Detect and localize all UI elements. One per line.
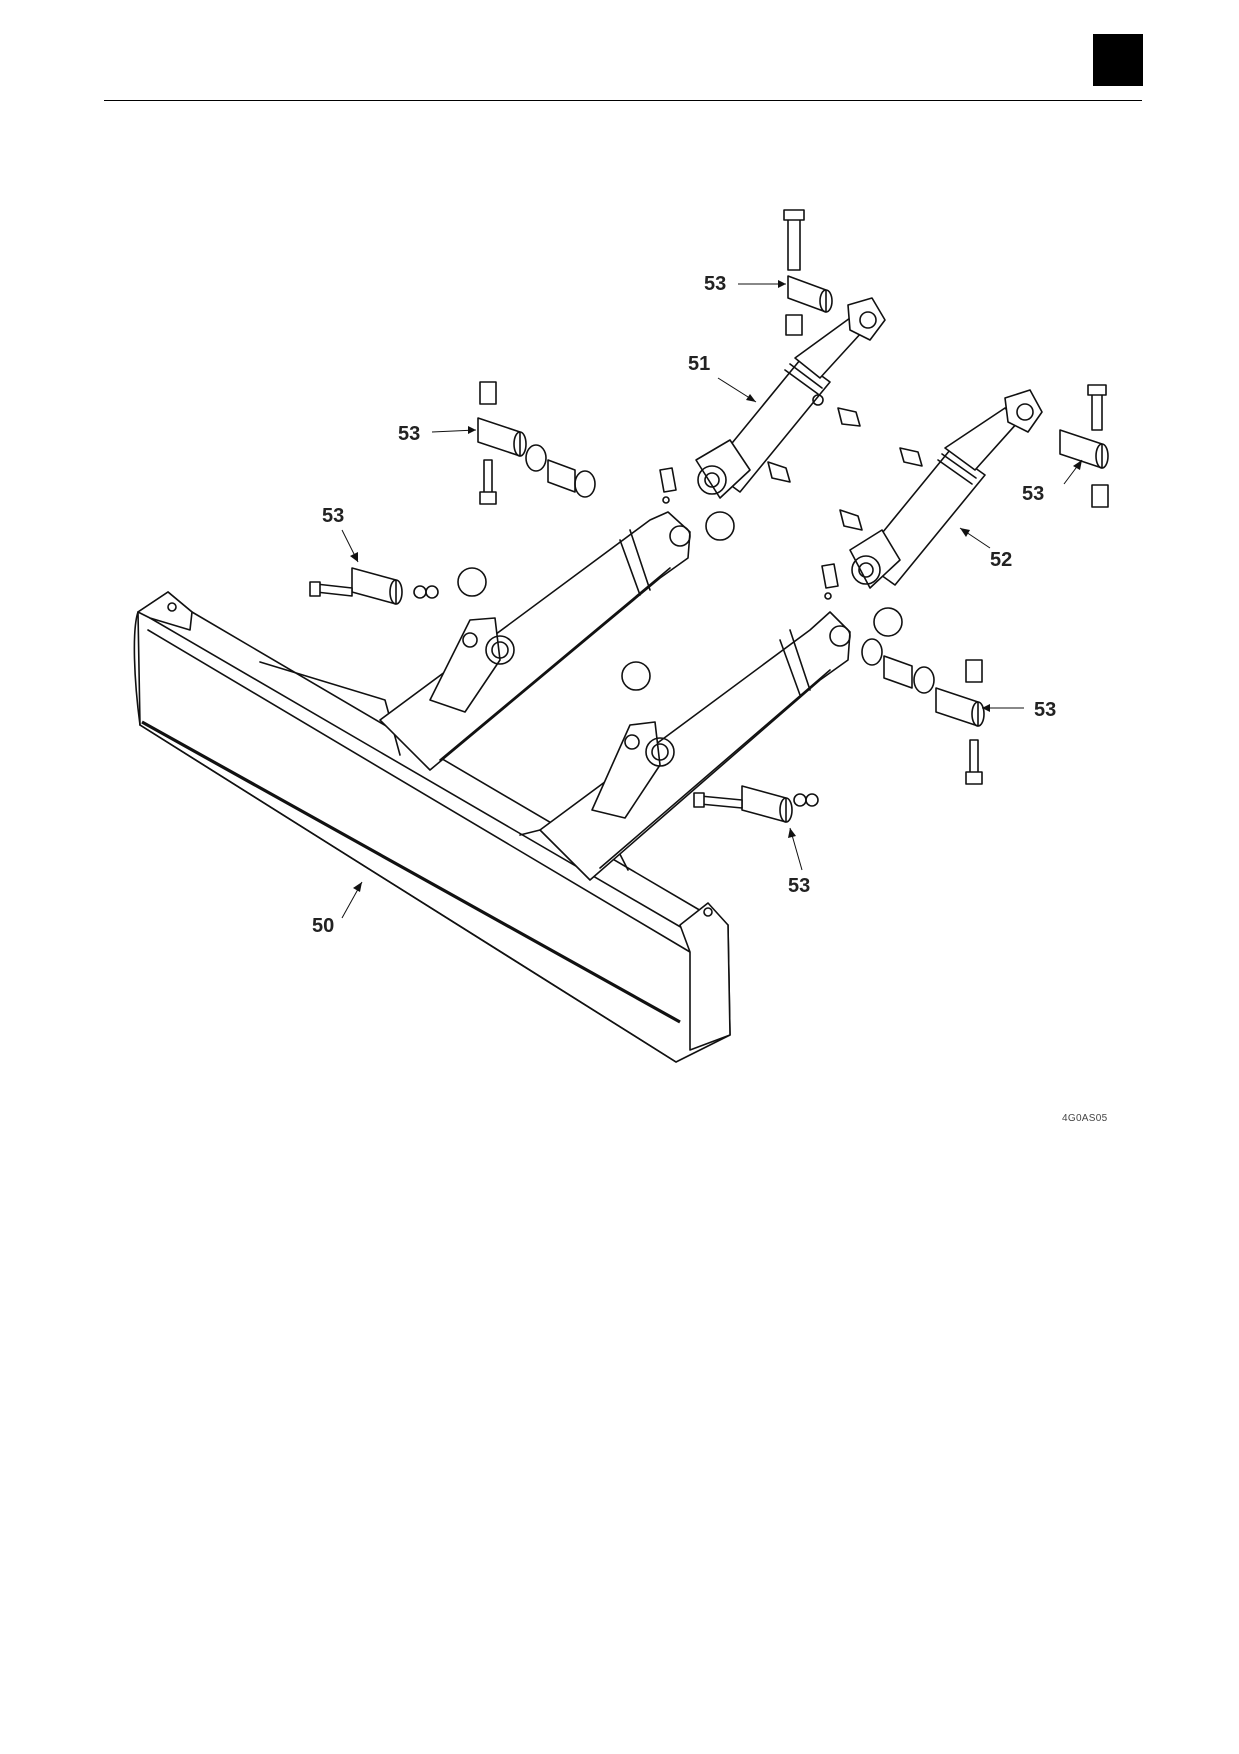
callout-51: 51: [688, 353, 710, 375]
header-rule: [104, 100, 1142, 101]
leader-lines: [341, 280, 1083, 919]
section-tab-marker: [1093, 34, 1143, 86]
callout-53-right-mid: 53: [1034, 699, 1056, 721]
figure-code: 4G0AS05: [1062, 1113, 1108, 1124]
pin-assembly-left: [309, 567, 439, 605]
callout-53-bottom: 53: [788, 875, 810, 897]
callout-52: 52: [990, 549, 1012, 571]
hydraulic-cylinder-52: [839, 389, 1043, 589]
pin-assembly-upper-left: [477, 381, 596, 505]
reference-circles: [457, 511, 903, 691]
callout-53-upper-left: 53: [398, 423, 420, 445]
callout-53-top: 53: [704, 273, 726, 295]
callout-53-left: 53: [322, 505, 344, 527]
pin-assembly-right-mid: [861, 638, 985, 785]
right-push-arm: [539, 611, 851, 881]
dozer-blade: [133, 591, 731, 1063]
hydraulic-cylinder-51: [695, 297, 886, 499]
callout-50: 50: [312, 915, 334, 937]
pin-assembly-top: [783, 209, 833, 336]
callout-53-right-top: 53: [1022, 483, 1044, 505]
pin-assembly-right-top: [1059, 384, 1109, 508]
grease-fittings: [659, 467, 839, 600]
pin-assembly-bottom: [693, 785, 819, 823]
left-push-arm: [379, 511, 691, 771]
